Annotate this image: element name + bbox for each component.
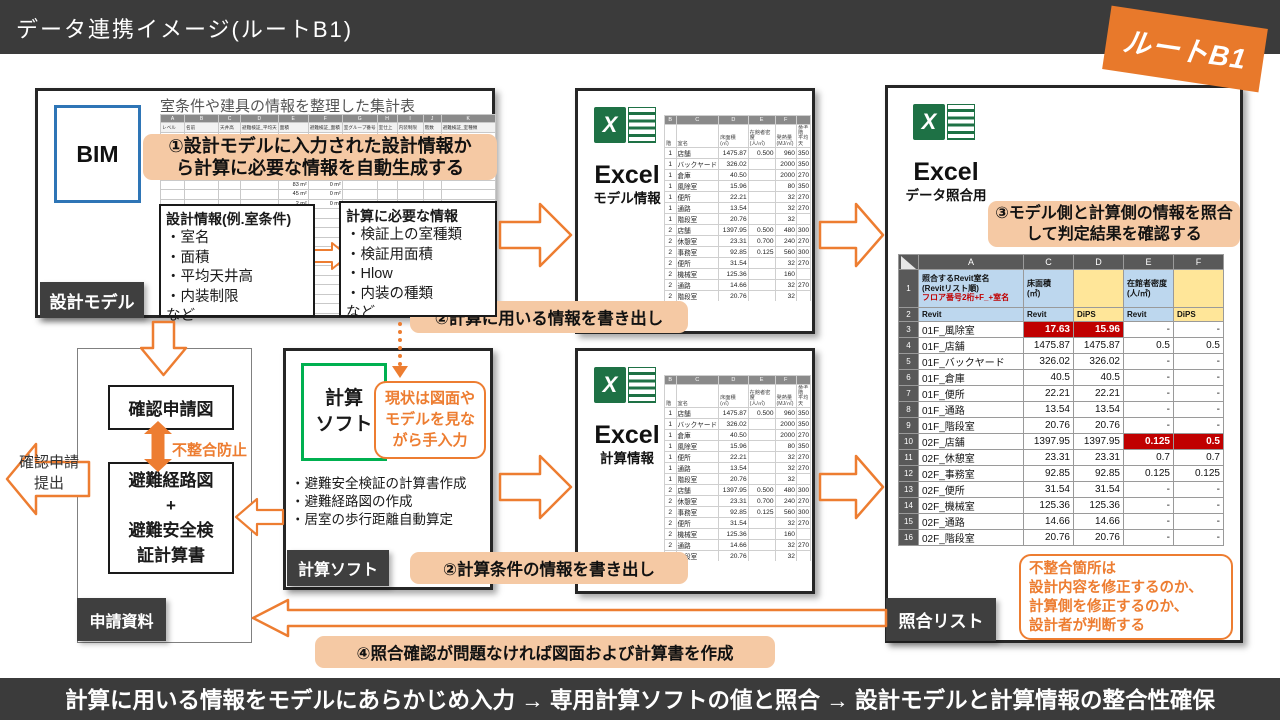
list-item: ・Hlow — [346, 266, 393, 282]
callout-4: ④照合確認が問題なければ図面および計算書を作成 — [315, 636, 775, 668]
submit-arrow: 確認申請 提出 — [3, 438, 91, 520]
double-arrow-icon — [144, 421, 172, 472]
down-arrow-icon — [140, 320, 188, 377]
calc-soft-tag: 計算ソフト — [287, 550, 389, 586]
mismatch-judge-note: 不整合箇所は 設計内容を修正するのか、 計算側を修正するのか、 設計者が判断する — [1019, 554, 1233, 640]
submit-label: 確認申請 提出 — [18, 454, 79, 492]
summary-bar: 計算に用いる情報をモデルにあらかじめ入力 → 専用計算ソフトの値と照合 → 設計… — [0, 678, 1280, 720]
excel-icon: X — [594, 367, 656, 403]
calc-soft-label: 計算 ソフト — [315, 388, 373, 435]
excel-icon: X — [594, 107, 656, 143]
list-item: ・避難経路図の作成 — [291, 494, 413, 509]
design-info-box: 設計情報(例.室条件) ・室名・面積・平均天井高・内装制限など — [159, 204, 315, 324]
design-info-items: ・室名・面積・平均天井高・内装制限など — [166, 229, 308, 327]
flow-arrow-to-match-top-icon — [818, 202, 885, 268]
title-bar: データ連携イメージ(ルートB1) — [0, 0, 1280, 54]
mismatch-prevent-label: 不整合防止 — [172, 442, 248, 459]
manual-input-note: 現状は図面や モデルを見な がら手入力 — [374, 381, 486, 459]
evacuation-docs-box: 避難経路図 + 避難安全検 証計算書 — [108, 462, 234, 574]
flow-arrow-calc-icon — [498, 454, 573, 520]
schedule-caption: 室条件や建具の情報を整理した集計表 — [160, 98, 416, 115]
small-left-arrow-icon — [234, 497, 285, 537]
list-item: ・検証用面積 — [346, 246, 433, 263]
list-item: ・検証上の室種類 — [346, 227, 462, 243]
callout-1: ①設計モデルに入力された設計情報か ら計算に必要な情報を自動生成する — [143, 134, 497, 180]
apply-docs-tag: 申請資料 — [77, 598, 166, 641]
excel-app-name: Excel — [913, 158, 979, 186]
calc-need-title: 計算に必要な情報 — [346, 208, 458, 224]
left-arrow-icon — [5, 442, 91, 516]
list-item: ・避難安全検証の計算書作成 — [291, 476, 467, 491]
list-item: ・室名 — [166, 230, 210, 246]
list-item: ・平均天井高 — [166, 269, 253, 285]
bim-box: BIM — [54, 105, 141, 203]
calc-soft-box: 計算 ソフト 現状は図面や モデルを見な がら手入力 ・避難安全検証の計算書作成… — [283, 348, 493, 590]
list-item: など — [166, 308, 195, 324]
page-title: データ連携イメージ(ルートB1) — [16, 17, 354, 42]
list-item: ・居室の歩行距離自動算定 — [291, 512, 453, 527]
list-item: ・面積 — [166, 249, 210, 266]
long-left-arrow-icon — [251, 598, 888, 638]
list-item: など — [346, 305, 375, 321]
excel-model-label: モデル情報 — [593, 191, 661, 206]
list-item: ・内装制限 — [166, 288, 239, 305]
excel-icon: X — [913, 104, 975, 140]
design-info-title: 設計情報(例.室条件) — [166, 211, 292, 227]
route-badge-label: ルートB1 — [1120, 25, 1249, 76]
flow-arrow-to-match-bottom-icon — [818, 454, 885, 520]
confirm-drawing-box: 確認申請図 — [108, 385, 234, 430]
list-item: ・内装の種類 — [346, 285, 433, 302]
matching-excel-label: データ照合用 — [905, 188, 987, 203]
matching-tag: 照合リスト — [886, 598, 996, 641]
apply-docs-box: 確認申請図 不整合防止 避難経路図 + 避難安全検 証計算書 申請資料 — [77, 348, 252, 643]
design-model-tag: 設計モデル — [40, 282, 144, 318]
excel-calc-label: 計算情報 — [600, 451, 654, 466]
calc-need-box: 計算に必要な情報 ・検証上の室種類・検証用面積・Hlow ・内装の種類など — [339, 201, 497, 321]
calc-soft-functions: ・避難安全検証の計算書作成・避難経路図の作成・居室の歩行距離自動算定 — [291, 475, 467, 529]
summary-text: 計算に用いる情報をモデルにあらかじめ入力 → 専用計算ソフトの値と照合 → 設計… — [64, 688, 1215, 713]
bim-label: BIM — [76, 140, 119, 167]
callout-2a: ②計算に用いる情報を書き出し — [410, 301, 688, 333]
excel-app-name: Excel — [594, 421, 660, 449]
dotted-down-arrow-icon — [392, 322, 410, 382]
callout-3: ③モデル側と計算側の情報を照合 して判定結果を確認する — [988, 201, 1240, 247]
excel-app-name: Excel — [594, 161, 660, 189]
matching-box: X Excel データ照合用 ③モデル側と計算側の情報を照合 して判定結果を確認… — [885, 85, 1243, 643]
calc-need-items: ・検証上の室種類・検証用面積・Hlow ・内装の種類など — [346, 226, 490, 324]
callout-2b: ②計算条件の情報を書き出し — [410, 552, 688, 584]
flow-arrow-model-icon — [498, 202, 573, 268]
